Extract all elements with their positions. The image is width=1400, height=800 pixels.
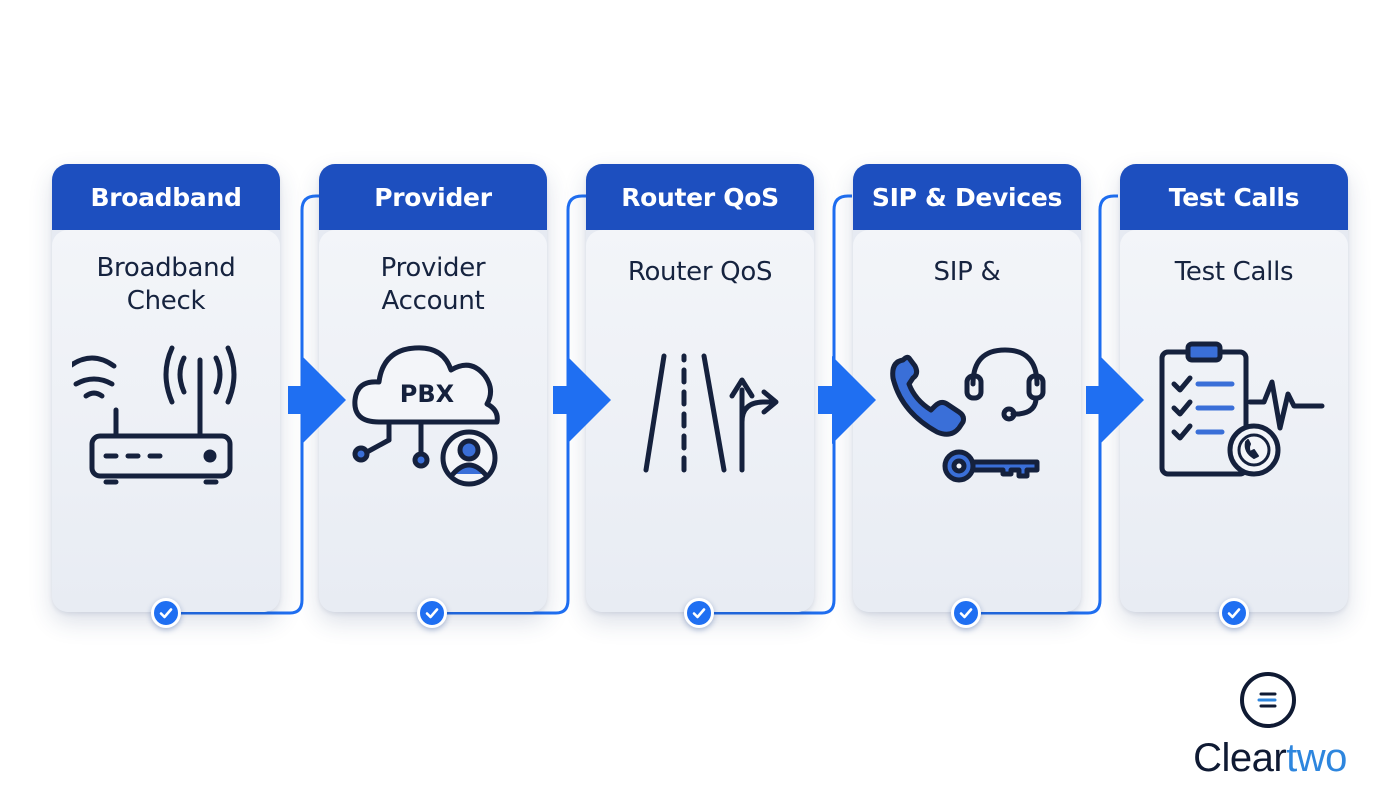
next-step-arrow: [288, 356, 346, 444]
step-body: Router QoS: [586, 230, 814, 612]
step-body: Test Calls: [1120, 230, 1348, 612]
brand-name-part2: two: [1286, 736, 1347, 780]
svg-text:PBX: PBX: [400, 380, 455, 408]
check-icon: [151, 598, 181, 628]
check-icon: [1219, 598, 1249, 628]
next-step-arrow: [818, 356, 876, 444]
step-title: Router QoS: [586, 164, 814, 230]
equals-lines-icon: [1240, 672, 1296, 728]
step-subtitle: Test Calls: [1174, 257, 1294, 287]
next-step-arrow: [1086, 356, 1144, 444]
step-card-provider: Provider Provider Account PBX: [319, 164, 547, 612]
brand-logo-block: Cleartwo: [1180, 670, 1360, 780]
step-body: SIP &: [853, 230, 1081, 612]
step-title: SIP & Devices: [853, 164, 1081, 230]
check-icon: [684, 598, 714, 628]
checklist-phone-icon: [1138, 336, 1338, 496]
check-icon: [951, 598, 981, 628]
step-subtitle: SIP &: [933, 257, 1001, 287]
step-card-router-qos: Router QoS Router QoS: [586, 164, 814, 612]
step-card-sip-devices: SIP & Devices SIP &: [853, 164, 1081, 612]
step-card-test-calls: Test Calls Test Calls: [1120, 164, 1348, 612]
step-subtitle: Provider Account: [380, 253, 486, 316]
step-subtitle: Broadband Check: [96, 253, 236, 316]
phone-headset-key-icon: [867, 336, 1067, 496]
cloud-pbx-user-icon: PBX: [339, 332, 539, 492]
router-wifi-icon: [72, 340, 272, 500]
next-step-arrow: [553, 356, 611, 444]
check-icon: [417, 598, 447, 628]
step-card-broadband: Broadband Broadband Check: [52, 164, 280, 612]
step-body: Broadband Check: [52, 230, 280, 612]
brand-name-part1: Clear: [1193, 736, 1287, 780]
step-title: Test Calls: [1120, 164, 1348, 230]
traffic-lanes-icon: [606, 350, 806, 510]
brand-name: Cleartwo: [1180, 736, 1360, 780]
step-title: Broadband: [52, 164, 280, 230]
step-subtitle: Router QoS: [627, 257, 773, 287]
step-title: Provider: [319, 164, 547, 230]
